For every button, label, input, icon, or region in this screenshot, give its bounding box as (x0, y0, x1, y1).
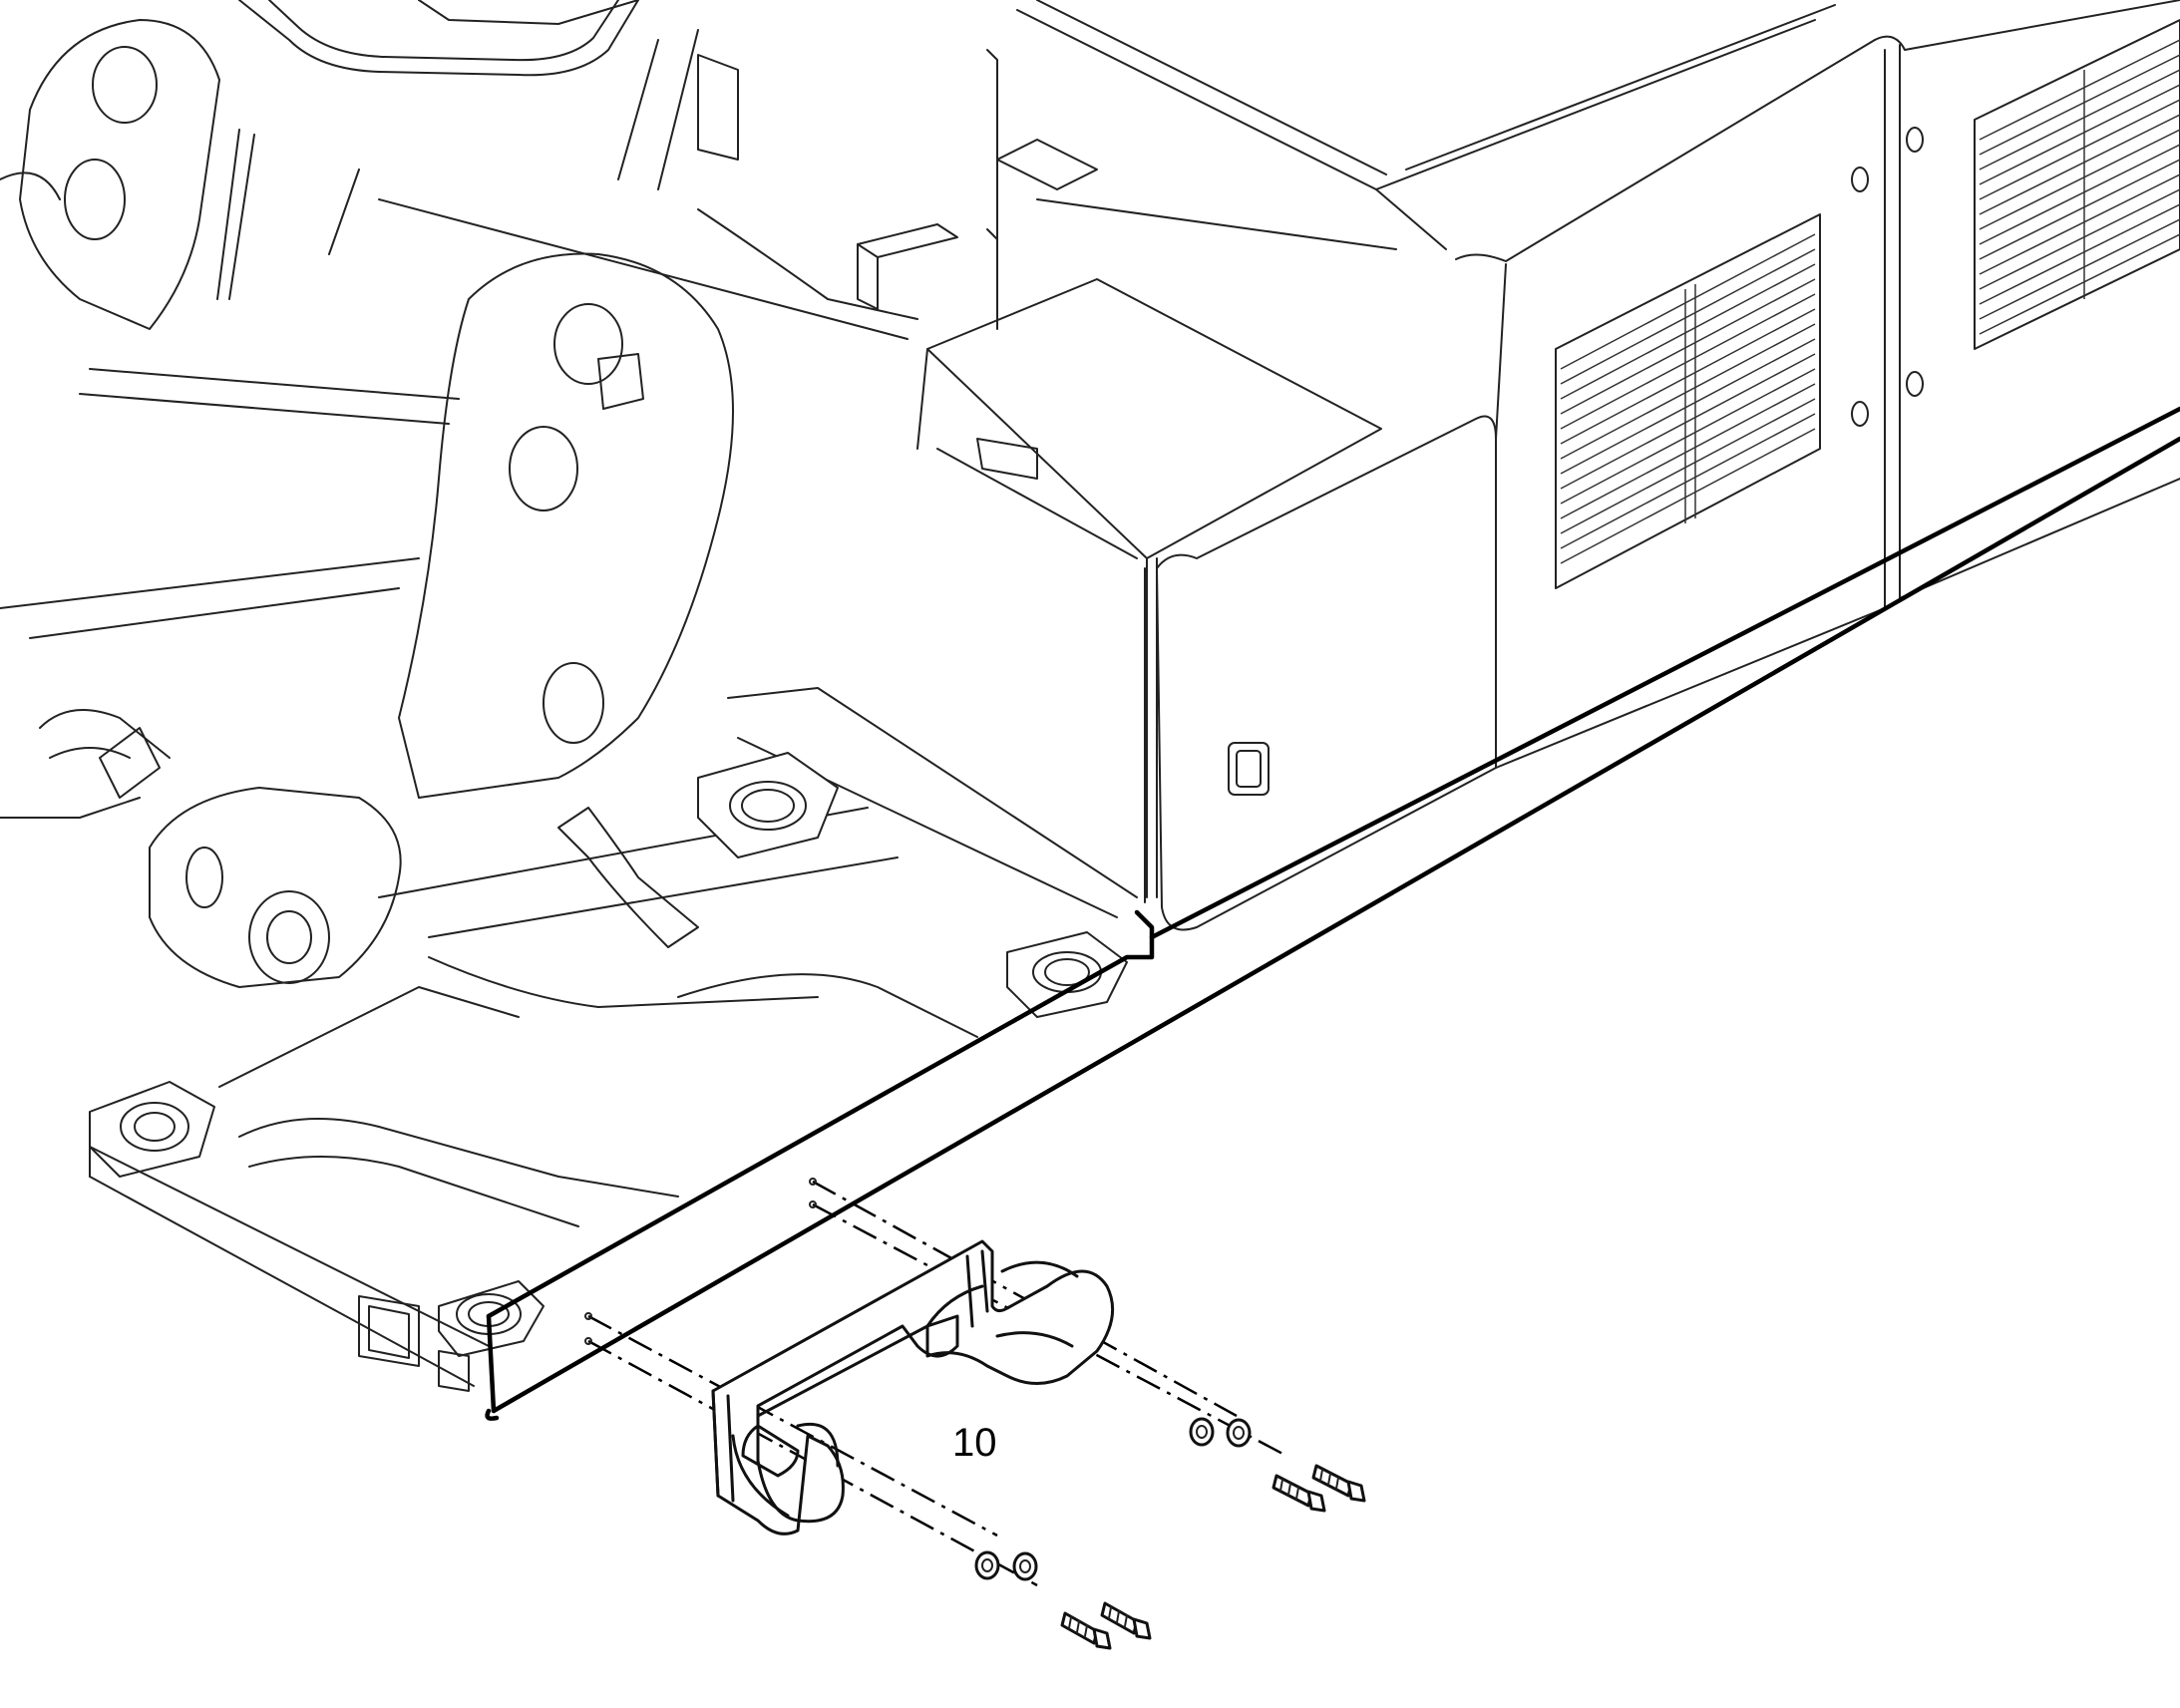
washers-front (974, 1550, 1038, 1581)
assembly-axes (587, 1180, 1287, 1587)
rail-holes (584, 1178, 817, 1345)
vent-grille-2 (1974, 19, 2180, 350)
callout-label-10: 10 (952, 1421, 997, 1465)
side-rail (485, 406, 2180, 1421)
vent-grille-1 (1555, 213, 1821, 589)
cup-mount-right (1006, 931, 1128, 1018)
cup-mount-center (697, 752, 839, 858)
bolts-front (1060, 1601, 1152, 1650)
mounting-bracket (711, 1239, 1115, 1536)
chassis-frame (0, 0, 1138, 1392)
washers-rear (1189, 1417, 1252, 1448)
bolts-rear (1272, 1464, 1366, 1513)
cup-mount-front (89, 1081, 215, 1178)
engine-housing (697, 0, 2180, 931)
